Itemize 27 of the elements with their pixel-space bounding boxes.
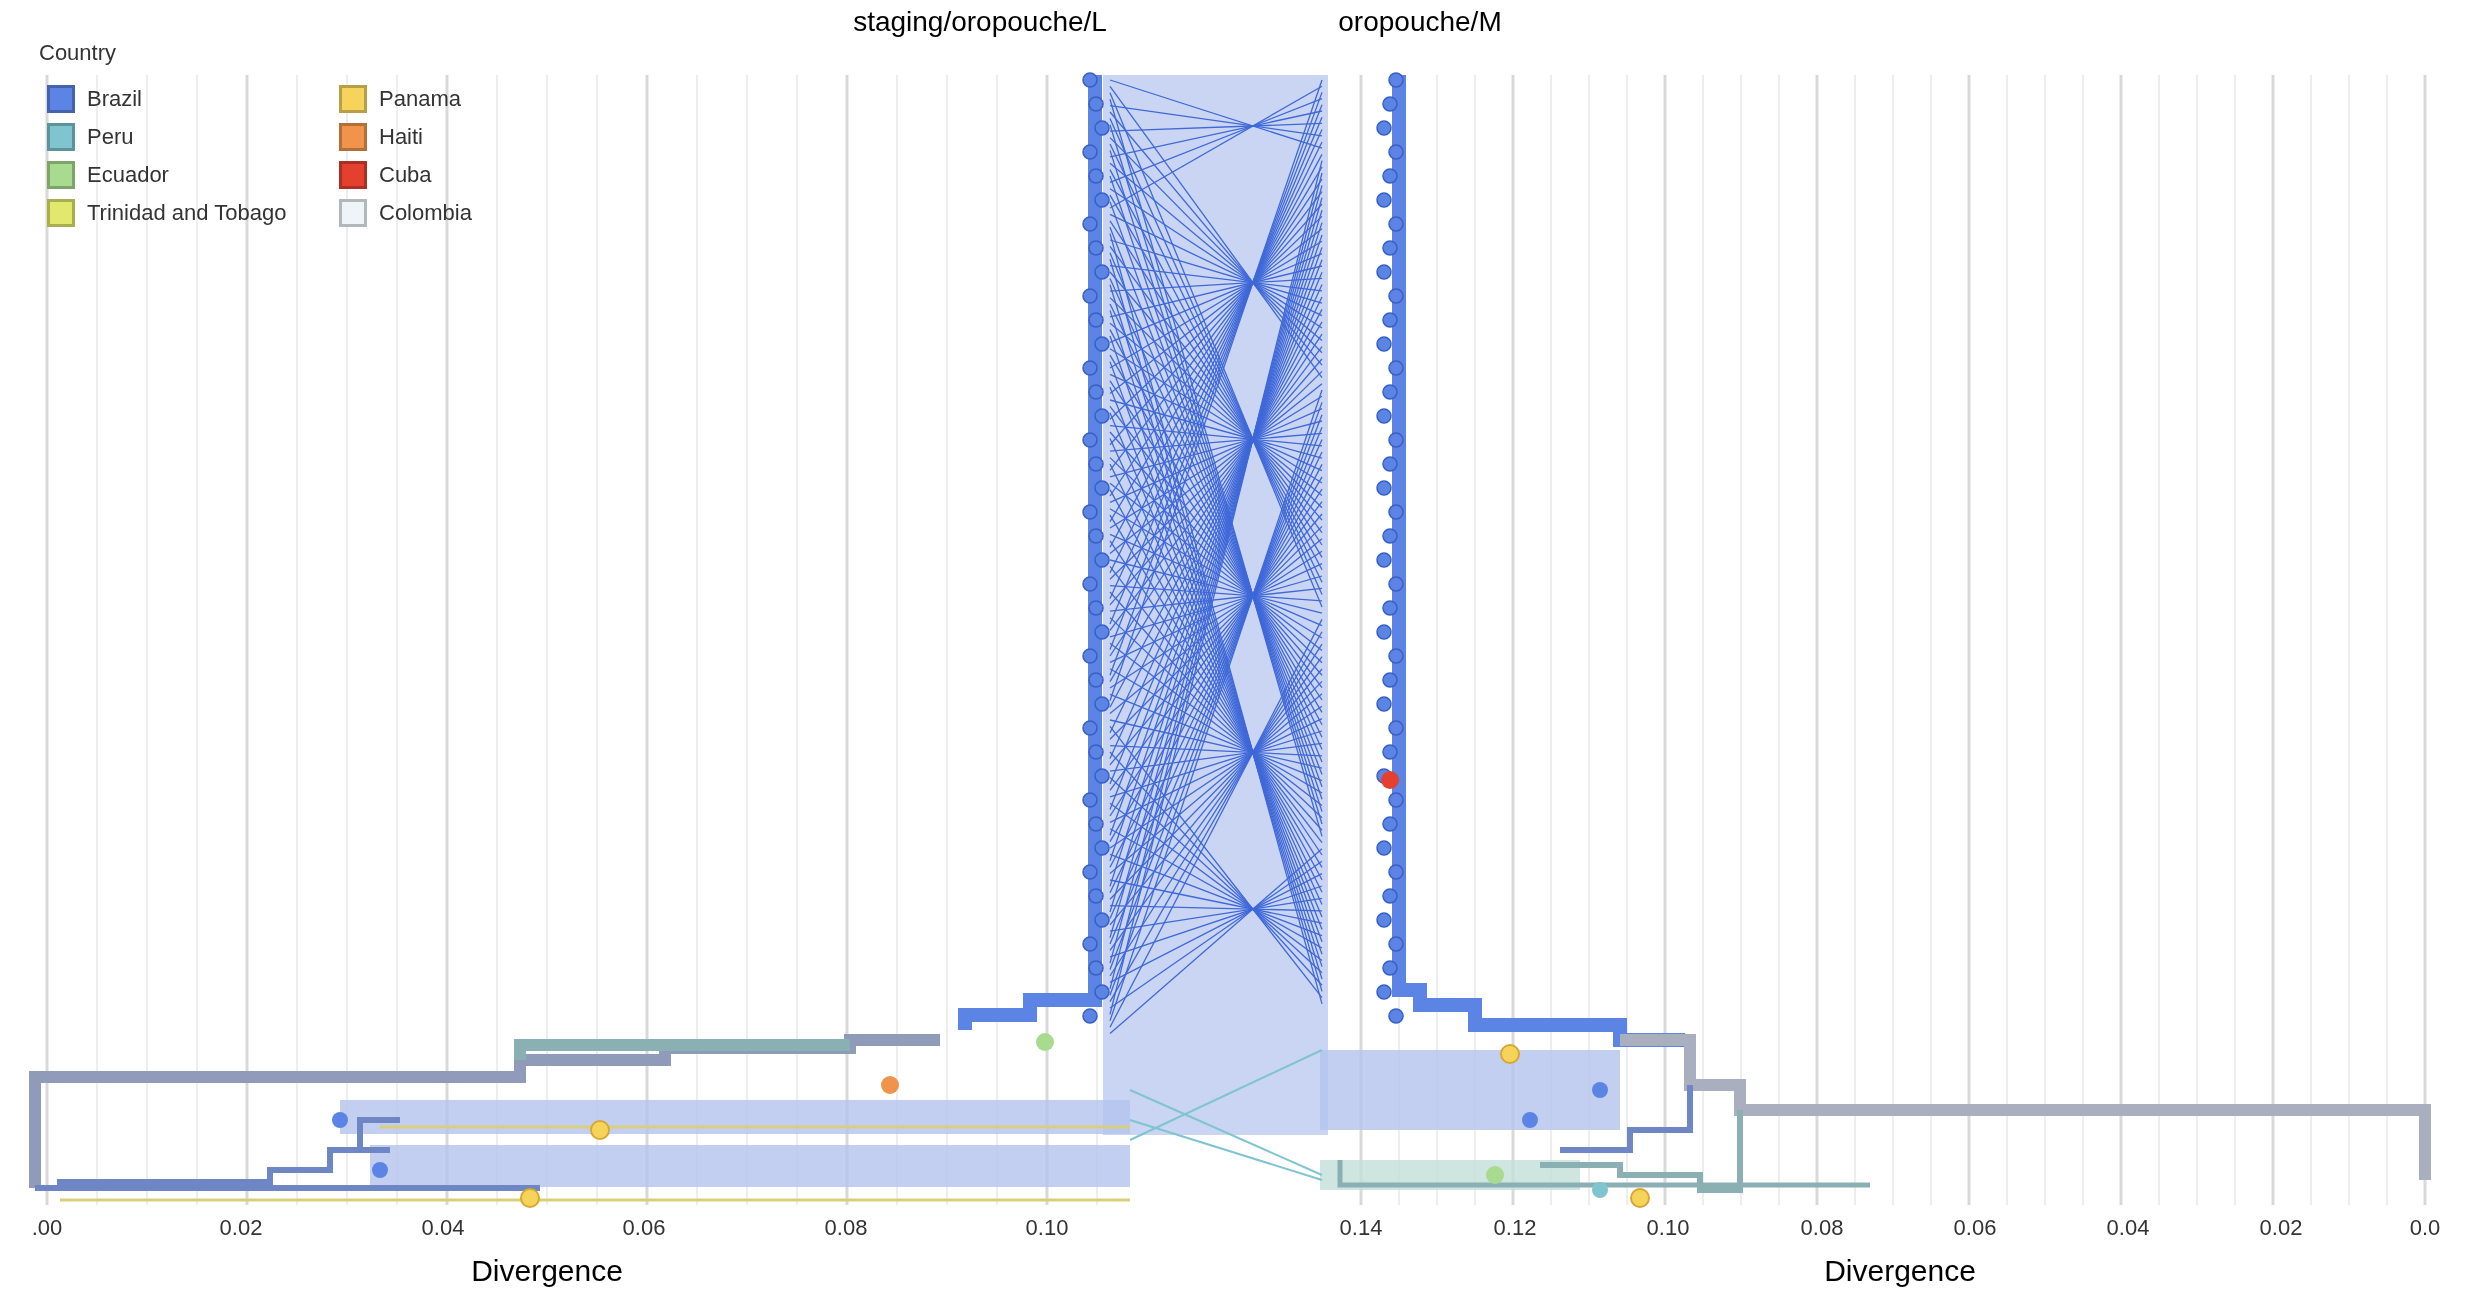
legend-label: Haiti: [379, 123, 423, 151]
axis-tick-label: .00: [31, 1217, 63, 1239]
axis-tick-label: 0.06: [1953, 1217, 1997, 1239]
axis-tick-label: 0.10: [1646, 1217, 1690, 1239]
axis-tick-label: 0.02: [2259, 1217, 2303, 1239]
legend-label: Peru: [87, 123, 134, 151]
axis-title: Divergence: [1824, 1256, 1976, 1286]
axis-tick-label: 0.0: [2409, 1217, 2441, 1239]
legend-label: Trinidad and Tobago: [87, 199, 287, 227]
legend-label: Cuba: [379, 161, 432, 189]
tree-title: oropouche/M: [1338, 8, 1502, 36]
legend-label: Colombia: [379, 199, 472, 227]
axis-tick-label: 0.12: [1493, 1217, 1537, 1239]
tree-title: staging/oropouche/L: [853, 8, 1107, 36]
legend-label: Brazil: [87, 85, 142, 113]
legend-label: Ecuador: [87, 161, 169, 189]
axis-tick-label: 0.04: [421, 1217, 465, 1239]
axis-tick-label: 0.04: [2106, 1217, 2150, 1239]
axis-tick-label: 0.06: [622, 1217, 666, 1239]
axis-tick-label: 0.08: [824, 1217, 868, 1239]
axis-tick-label: 0.02: [219, 1217, 263, 1239]
axis-tick-label: 0.14: [1339, 1217, 1383, 1239]
axis-tick-label: 0.08: [1800, 1217, 1844, 1239]
axis-title: Divergence: [471, 1256, 623, 1286]
legend-label: Panama: [379, 85, 461, 113]
axis-tick-label: 0.10: [1025, 1217, 1069, 1239]
legend-title: Country: [39, 42, 117, 64]
